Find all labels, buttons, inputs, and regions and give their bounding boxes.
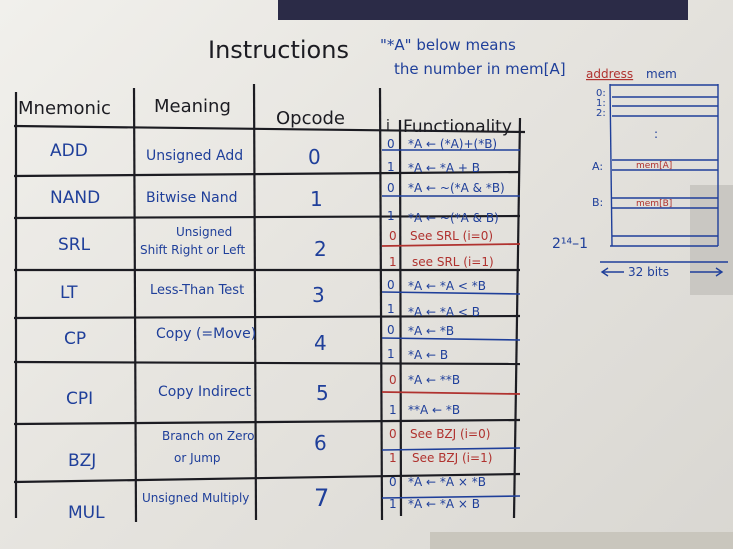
board-edge [690, 185, 733, 295]
row-1-opcode: 1 [310, 187, 323, 211]
svg-text:0: 0 [389, 427, 397, 441]
row-6-meaning-2: or Jump [174, 451, 221, 465]
mem-label: mem [646, 67, 677, 81]
svg-text:0: 0 [387, 181, 395, 195]
svg-text:2:: 2: [596, 108, 606, 119]
header-mnemonic: Mnemonic [18, 98, 111, 119]
row-2-opcode: 2 [314, 237, 327, 261]
board-tray [430, 532, 733, 549]
row-3-func-0: *A ← *A < *B [408, 279, 486, 293]
row-7-opcode: 7 [314, 484, 329, 512]
row-1-mnemonic: NAND [50, 188, 100, 208]
row-2-mnemonic: SRL [58, 235, 91, 255]
row-4-mnemonic: CP [64, 329, 86, 349]
svg-text:0: 0 [387, 323, 395, 337]
row-6-func-1: See BZJ (i=1) [412, 451, 492, 465]
row-3-mnemonic: LT [60, 283, 78, 303]
row-4-func-1: *A ← B [408, 348, 448, 362]
row-0-func-1: *A ← *A + B [408, 161, 480, 175]
row-6-opcode: 6 [314, 431, 327, 455]
note-line-1: "*A" below means [380, 36, 516, 54]
row-7-func-1: *A ← *A × B [408, 497, 480, 511]
row-5-meaning: Copy Indirect [158, 384, 252, 400]
svg-text:1: 1 [387, 302, 395, 316]
row-7-meaning: Unsigned Multiply [142, 491, 249, 505]
row-3-meaning: Less-Than Test [150, 283, 244, 298]
header-i: i [386, 118, 390, 134]
row-2-func-0: See SRL (i=0) [410, 229, 493, 243]
row-3-func-1: *A ← *A < B [408, 305, 480, 319]
red-dividers [381, 243, 521, 395]
row-1-meaning: Bitwise Nand [146, 190, 238, 206]
row-6-meaning-1: Branch on Zero [162, 429, 255, 443]
svg-text:1: 1 [387, 347, 395, 361]
row-3-opcode: 3 [312, 283, 325, 307]
sub-row-dividers [381, 149, 521, 499]
svg-text:0: 0 [389, 229, 397, 243]
row-4-opcode: 4 [314, 331, 327, 355]
svg-text:1: 1 [387, 160, 395, 174]
svg-text:0: 0 [389, 475, 397, 489]
svg-text::: : [654, 127, 658, 141]
row-0-meaning: Unsigned Add [146, 148, 243, 164]
svg-text:1: 1 [387, 209, 395, 223]
dark-overhang [278, 0, 688, 20]
row-2-func-1: see SRL (i=1) [412, 255, 494, 269]
row-7-func-0: *A ← *A × *B [408, 475, 486, 489]
row-7-mnemonic: MUL [68, 503, 105, 523]
row-5-mnemonic: CPI [66, 389, 93, 409]
header-functionality: Functionality [403, 117, 512, 137]
svg-text:0: 0 [387, 137, 395, 151]
svg-text:0: 0 [387, 278, 395, 292]
row-0-opcode: 0 [308, 145, 321, 169]
row-5-func-0: *A ← **B [408, 373, 460, 387]
header-opcode: Opcode [276, 108, 345, 129]
address-label: address [586, 67, 633, 81]
row-5-opcode: 5 [316, 381, 329, 405]
width-label: 32 bits [628, 265, 669, 279]
mem-a-cell: mem[A] [636, 161, 672, 171]
table-grid [13, 83, 526, 523]
row-5-func-1: **A ← *B [408, 403, 460, 417]
last-address: 2¹⁴–1 [552, 236, 588, 252]
row-0-func-0: *A ← (*A)+(*B) [408, 137, 497, 151]
svg-text:B:: B: [592, 196, 603, 209]
row-1-func-0: *A ← ~(*A & *B) [408, 181, 505, 195]
row-4-func-0: *A ← *B [408, 324, 454, 338]
svg-text:1: 1 [389, 403, 397, 417]
svg-text:0:: 0: [596, 88, 606, 99]
row-4-meaning: Copy (=Move) [156, 326, 256, 342]
mem-b-cell: mem[B] [636, 199, 672, 209]
svg-text:1: 1 [389, 497, 397, 511]
row-6-func-0: See BZJ (i=0) [410, 427, 490, 441]
memory-diagram: address mem 0: 1: 2: : A: B: mem[A] mem[… [552, 67, 728, 279]
svg-text:1: 1 [389, 255, 397, 269]
row-2-meaning-2: Shift Right or Left [140, 243, 245, 257]
row-0-mnemonic: ADD [50, 141, 88, 161]
svg-text:0: 0 [389, 373, 397, 387]
note-line-2: the number in mem[A] [394, 60, 566, 78]
title: Instructions [208, 36, 349, 64]
row-6-mnemonic: BZJ [68, 451, 96, 471]
header-meaning: Meaning [154, 96, 231, 117]
svg-text:1:: 1: [596, 98, 606, 109]
row-2-meaning-1: Unsigned [176, 225, 232, 239]
svg-text:A:: A: [592, 160, 603, 173]
row-1-func-1: *A ← ~(*A & B) [408, 211, 499, 225]
svg-text:1: 1 [389, 451, 397, 465]
